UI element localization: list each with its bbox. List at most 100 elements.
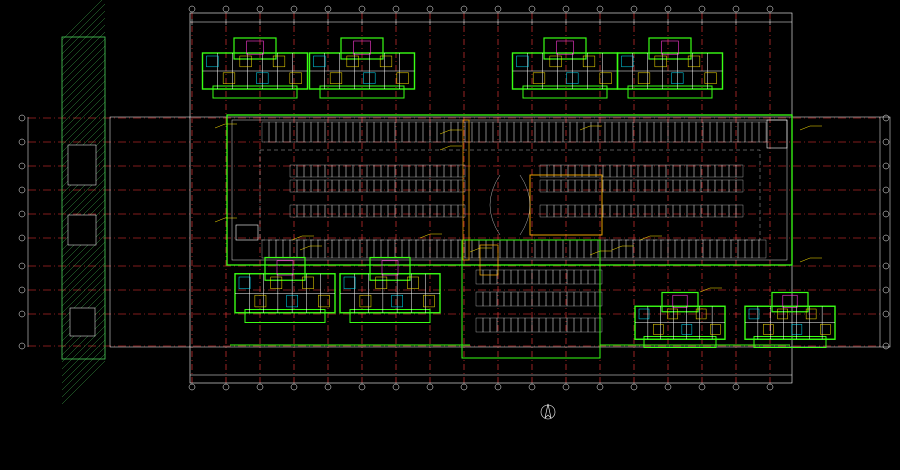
grid-axis-bubble-icon	[664, 383, 672, 391]
parking-stall	[352, 239, 361, 259]
parking-stall	[538, 291, 547, 307]
hatch-line	[61, 10, 106, 55]
room-fixture	[379, 55, 393, 68]
parking-stall	[331, 164, 340, 178]
hatch-line	[61, 339, 106, 384]
parking-stall	[261, 121, 270, 143]
parking-stall	[331, 239, 340, 259]
parking-stall	[546, 179, 555, 193]
hatch-line	[61, 24, 106, 69]
parking-stall	[296, 121, 305, 143]
parking-stall	[744, 121, 753, 143]
parking-stall	[380, 164, 389, 178]
grid-axis-bubble-icon	[732, 5, 740, 13]
room-fixture	[256, 72, 269, 84]
residential-building-block	[744, 291, 836, 348]
boundary-room	[67, 214, 97, 246]
parking-stall	[707, 164, 716, 178]
grid-axis-bubble-icon	[882, 262, 890, 270]
room-fixture	[710, 324, 721, 335]
parking-stall	[527, 239, 536, 259]
building-core-outline	[340, 37, 384, 60]
title-block	[462, 404, 557, 464]
parking-stall	[359, 204, 368, 218]
parking-stall	[443, 239, 452, 259]
parking-stall	[317, 121, 326, 143]
parking-stall	[590, 121, 599, 143]
parking-stall	[576, 121, 585, 143]
parking-stall	[513, 239, 522, 259]
residential-building-block	[616, 37, 724, 99]
hatch-line	[61, 227, 106, 272]
parking-stall	[658, 164, 667, 178]
parking-stall	[380, 121, 389, 143]
parking-stall	[275, 239, 284, 259]
parking-inner-wall	[231, 119, 788, 261]
parking-stall	[482, 317, 491, 333]
hatch-line	[61, 262, 106, 307]
parking-stall	[702, 121, 711, 143]
grid-axis-bubble-icon	[882, 114, 890, 122]
parking-stall	[716, 239, 725, 259]
room-fixture	[302, 276, 314, 289]
parking-stall	[415, 239, 424, 259]
hatch-line	[61, 360, 106, 405]
parking-stall	[728, 204, 737, 218]
grid-axis-bubble-icon	[426, 383, 434, 391]
room-fixture	[206, 55, 219, 68]
room-fixture	[343, 276, 356, 289]
parking-stall	[475, 269, 484, 285]
parking-stall	[436, 121, 445, 143]
grid-axis-bubble-icon	[222, 383, 230, 391]
parking-stall	[609, 164, 618, 178]
room-fixture	[423, 294, 435, 308]
annotation-leader	[699, 287, 711, 293]
parking-stall	[415, 164, 424, 178]
parking-stall	[709, 239, 718, 259]
parking-stall	[566, 291, 575, 307]
north-arrow-icon	[540, 403, 556, 420]
parking-stall	[552, 269, 561, 285]
annotation-leader	[214, 123, 226, 129]
residential-building-block	[234, 256, 336, 323]
parking-stall	[324, 121, 333, 143]
parking-stall	[693, 164, 702, 178]
core-box	[479, 244, 499, 276]
elevator-core	[246, 40, 264, 55]
hatch-line	[61, 0, 103, 41]
north-arrow-pointer	[544, 403, 552, 419]
hatch-line	[61, 171, 106, 216]
parking-stall	[303, 204, 312, 218]
parking-stall	[485, 239, 494, 259]
parking-stall	[531, 291, 540, 307]
parking-stall	[387, 204, 396, 218]
parking-stall	[352, 121, 361, 143]
room-fixture	[532, 72, 546, 84]
grid-axis-bubble-icon	[630, 5, 638, 13]
parking-stall	[289, 121, 298, 143]
parking-stall	[478, 121, 487, 143]
parking-stall	[345, 121, 354, 143]
parking-stall	[531, 269, 540, 285]
parking-stall	[751, 121, 760, 143]
building-core-outline	[771, 291, 809, 313]
parking-stall	[422, 121, 431, 143]
parking-stall	[429, 204, 438, 218]
parking-stall	[580, 269, 589, 285]
grid-axis-bubble-icon	[324, 383, 332, 391]
parking-stall	[716, 121, 725, 143]
room-fixture	[375, 276, 388, 289]
parking-stall	[524, 269, 533, 285]
parking-stall	[679, 179, 688, 193]
room-fixture	[516, 55, 529, 68]
parking-stall	[637, 164, 646, 178]
parking-stall	[352, 164, 361, 178]
parking-stall	[443, 204, 452, 218]
parking-stall	[562, 239, 571, 259]
grid-axis-bubble-icon	[882, 186, 890, 194]
parking-stall	[545, 317, 554, 333]
room-fixture	[238, 276, 251, 289]
grid-axis-bubble-icon	[882, 210, 890, 218]
parking-stall	[567, 204, 576, 218]
grid-axis-bubble-icon	[18, 234, 26, 242]
